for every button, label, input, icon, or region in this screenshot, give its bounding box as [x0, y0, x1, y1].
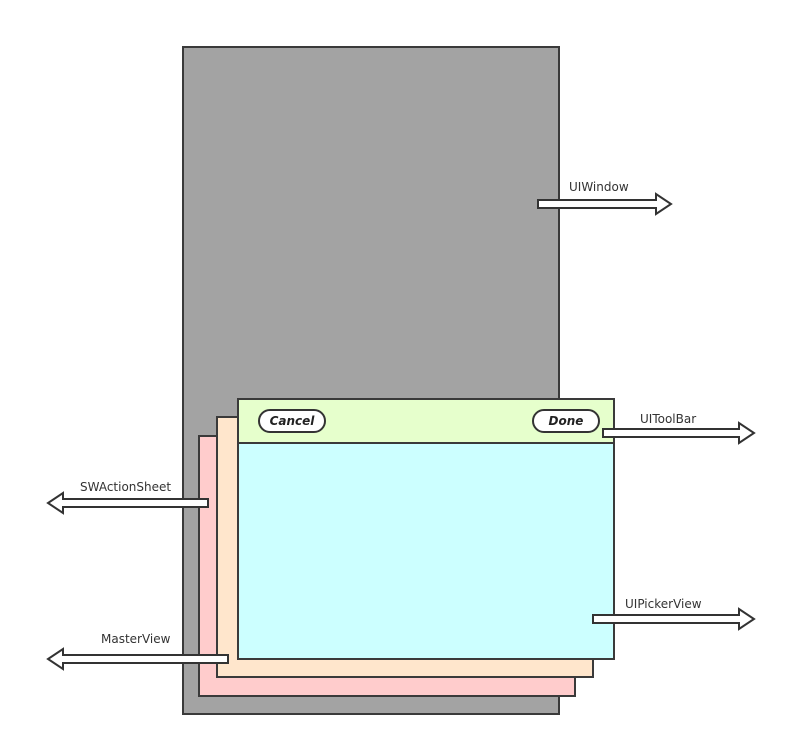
done-button[interactable]: Done	[532, 409, 600, 433]
uitoolbar-box: Cancel Done	[237, 398, 615, 444]
swactionsheet-label: SWActionSheet	[80, 480, 172, 494]
uitoolbar-arrow	[602, 421, 756, 445]
masterview-label: MasterView	[101, 632, 171, 646]
uitoolbar-label: UIToolBar	[640, 412, 697, 426]
uipickerview-arrow	[592, 607, 756, 631]
uipickerview-label: UIPickerView	[625, 597, 702, 611]
cancel-button[interactable]: Cancel	[258, 409, 326, 433]
uiwindow-label: UIWindow	[569, 180, 629, 194]
uipickerview-box	[237, 441, 615, 660]
